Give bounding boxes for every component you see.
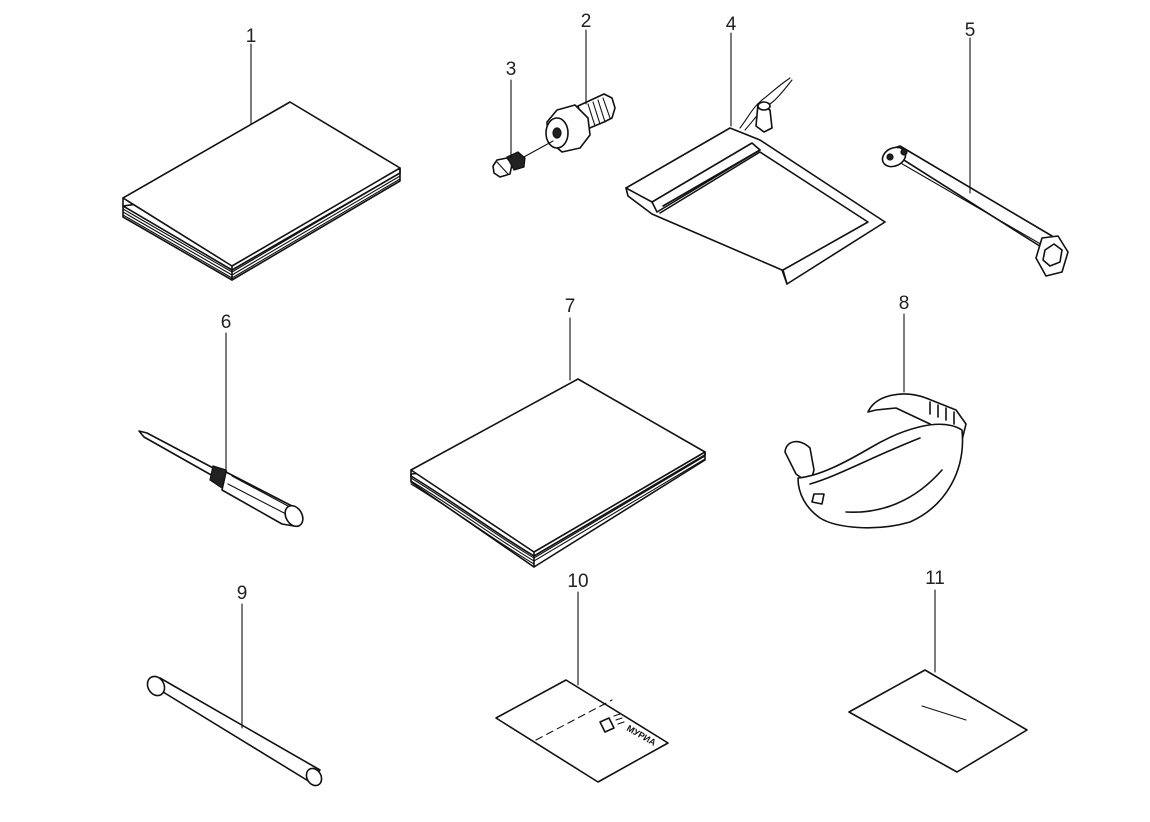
part-4-tool-bag	[625, 77, 886, 285]
callout-2: 2	[581, 11, 592, 32]
part-7-booklet	[410, 378, 706, 568]
callout-1: 1	[246, 26, 257, 47]
callout-6: 6	[221, 312, 232, 333]
part-11-sheet	[848, 669, 1028, 773]
callout-10: 10	[567, 571, 588, 592]
part-5-plug-wrench	[881, 145, 1069, 277]
callout-11: 11	[925, 568, 945, 589]
callout-3: 3	[506, 59, 517, 80]
callout-8: 8	[899, 293, 910, 314]
part-10-card: МУРИА	[495, 679, 669, 783]
part-6-screwdriver	[138, 430, 304, 528]
part-1-manual	[122, 101, 401, 281]
callout-7: 7	[565, 296, 576, 317]
part-9-rod	[146, 675, 323, 787]
part-3-nipple	[492, 140, 554, 178]
callout-5: 5	[965, 20, 976, 41]
part-8-goggles	[784, 393, 967, 529]
callout-9: 9	[237, 583, 248, 604]
part-2-hose-fitting	[545, 93, 616, 153]
callout-4: 4	[726, 14, 737, 35]
